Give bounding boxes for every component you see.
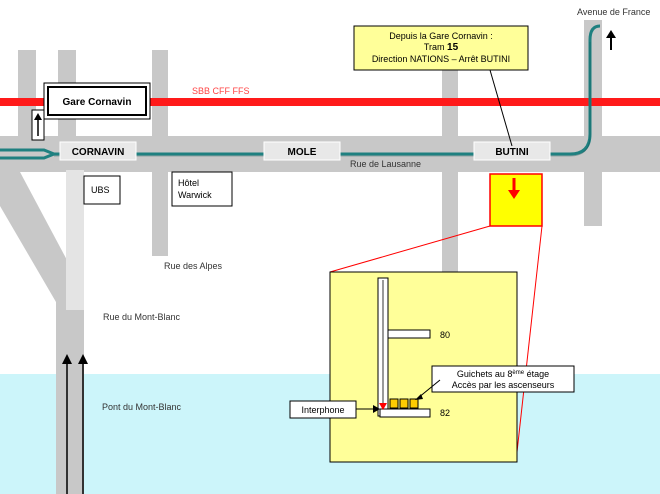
rue-du-mont-blanc-diagonal	[0, 172, 84, 494]
stop-cornavin-label: CORNAVIN	[72, 147, 125, 158]
guichets-line2: Accès par les ascenseurs	[452, 380, 555, 390]
guichets-suffix: étage	[524, 369, 549, 379]
north-arrow-icon	[606, 30, 616, 38]
info-line1: Depuis la Gare Cornavin :	[389, 31, 493, 41]
gare-cornavin-inner	[47, 86, 147, 116]
guichets-prefix: Guichets au 8	[457, 369, 513, 379]
railway-line	[0, 98, 660, 106]
window-1	[389, 398, 399, 409]
zoom-line-left	[329, 225, 491, 273]
hotel-label-line1: Hôtel	[178, 178, 199, 188]
info-line2: Tram 15	[424, 42, 459, 53]
info-line3: Direction NATIONS – Arrêt BUTINI	[372, 54, 510, 64]
building-wing-80	[387, 329, 431, 339]
rue-du-mont-blanc-label: Rue du Mont-Blanc	[103, 312, 181, 322]
tram-line	[0, 24, 601, 160]
pont-du-mont-blanc-label: Pont du Mont-Blanc	[102, 402, 182, 412]
ubs-box	[83, 175, 121, 205]
interphone-label: Interphone	[301, 405, 344, 415]
zoom-line-right	[516, 225, 543, 453]
window-3	[409, 398, 419, 409]
target-building	[489, 173, 543, 227]
rue-de-lausanne-label: Rue de Lausanne	[350, 159, 421, 169]
stop-cornavin	[59, 141, 137, 161]
road-south-584	[584, 170, 602, 226]
road-north-mole	[152, 50, 168, 138]
stop-butini	[473, 141, 551, 161]
stop-butini-label: BUTINI	[495, 147, 529, 158]
interphone-arrow-icon	[373, 405, 380, 413]
avenue-de-france-road	[584, 20, 602, 138]
bridge-arrow-left-icon	[62, 354, 72, 364]
entrance-marker-red	[379, 403, 387, 410]
guichets-line1: Guichets au 8ème étage	[457, 369, 549, 379]
info-pointer	[489, 69, 513, 147]
bridge-arrow-right-icon	[78, 354, 88, 364]
info-line2-prefix: Tram	[424, 42, 447, 52]
stop-mole-label: MOLE	[288, 147, 317, 158]
info-tram-number: 15	[447, 42, 459, 53]
stop-mole	[263, 141, 341, 161]
mont-blanc-side	[66, 170, 84, 310]
rue-des-alpes-road	[152, 170, 168, 256]
building-wing-82	[379, 408, 431, 418]
rue-des-alpes-label: Rue des Alpes	[164, 261, 223, 271]
ubs-label: UBS	[91, 185, 110, 195]
hotel-warwick-box	[171, 171, 233, 207]
guichets-sup: ème	[512, 370, 524, 376]
tram-line-outline	[54, 42, 591, 157]
down-arrow-icon	[508, 190, 520, 199]
avenue-de-france-label: Avenue de France	[577, 7, 650, 17]
guichets-arrow-icon	[415, 394, 423, 400]
up-arrow-icon	[34, 113, 42, 120]
building-number-80: 80	[440, 330, 450, 340]
gare-cornavin-label: Gare Cornavin	[63, 97, 132, 108]
window-2	[399, 398, 409, 409]
building-number-82: 82	[440, 408, 450, 418]
guichets-pointer	[417, 379, 441, 399]
road-south-442	[442, 170, 458, 272]
railway-label: SBB CFF FFS	[192, 86, 250, 96]
info-box	[353, 25, 529, 71]
hotel-label-line2: Warwick	[178, 190, 212, 200]
guichets-callout	[431, 365, 575, 393]
